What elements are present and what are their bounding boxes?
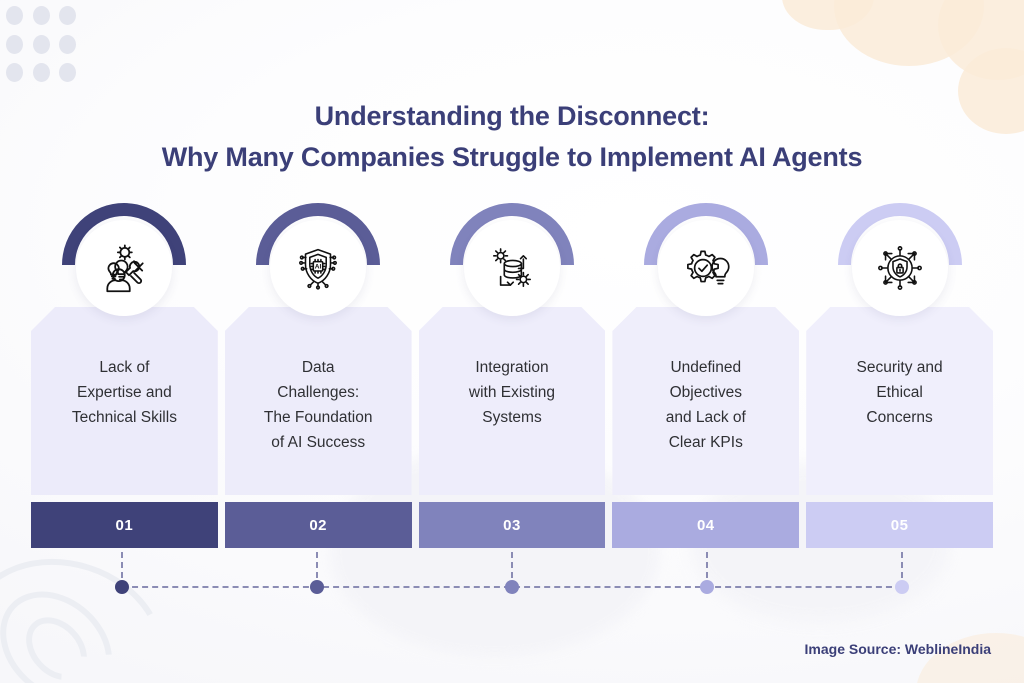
- person-lightbulb-gear-tools-icon: [76, 220, 173, 316]
- card-03[interactable]: Integration with Existing Systems 03: [418, 203, 606, 548]
- timeline-dot-01: [115, 580, 129, 594]
- card-arc-04: [643, 203, 768, 265]
- card-number-text-02: 02: [309, 516, 328, 534]
- card-number-03: 03: [418, 502, 606, 548]
- shield-padlock-circuit-icon: [851, 220, 948, 316]
- card-body-03: Integration with Existing Systems: [419, 307, 606, 495]
- timeline-stem-03: [511, 542, 513, 578]
- card-arc-05: [837, 203, 962, 265]
- timeline-dot-04: [700, 580, 714, 594]
- card-number-04: 04: [612, 502, 800, 548]
- card-body-05: Security and Ethical Concerns: [806, 307, 993, 495]
- card-number-text-03: 03: [503, 516, 521, 534]
- card-number-text-05: 05: [890, 516, 909, 534]
- card-label-03: Integration with Existing Systems: [468, 359, 556, 426]
- card-number-text-01: 01: [115, 516, 134, 534]
- card-number-02: 02: [224, 502, 412, 548]
- card-05[interactable]: Security and Ethical Concerns 05: [806, 203, 993, 548]
- timeline-stem-01: [121, 542, 123, 578]
- card-body-02: Data Challenges: The Foundation of AI Su…: [225, 307, 412, 495]
- card-number-01: 01: [31, 502, 218, 548]
- card-arc-03: [449, 203, 574, 265]
- timeline-dot-03: [505, 580, 519, 594]
- page-title: Understanding the Disconnect: Why Many C…: [0, 96, 1024, 178]
- timeline-stem-04: [706, 542, 708, 578]
- timeline: [31, 542, 993, 604]
- card-label-05: Security and Ethical Concerns: [856, 359, 943, 426]
- decor-dot-grid-icon: [6, 6, 80, 86]
- card-number-text-04: 04: [696, 516, 715, 534]
- timeline-stem-02: [316, 542, 318, 578]
- card-04[interactable]: Undefined Objectives and Lack of Clear K…: [612, 203, 800, 548]
- page-title-line-2: Why Many Companies Struggle to Implement…: [161, 142, 863, 173]
- card-arc-02: [256, 203, 381, 265]
- ai-shield-chip-icon: AI: [270, 220, 367, 316]
- gear-check-lightbulb-icon: [657, 220, 754, 316]
- image-source-credit: Image Source: WeblineIndia: [804, 641, 991, 657]
- card-01[interactable]: Lack of Expertise and Technical Skills 0…: [31, 203, 218, 548]
- card-label-02: Data Challenges: The Foundation of AI Su…: [263, 359, 373, 451]
- timeline-dot-05: [895, 580, 909, 594]
- svg-text:AI: AI: [315, 263, 322, 270]
- timeline-dot-02: [310, 580, 324, 594]
- card-label-01: Lack of Expertise and Technical Skills: [71, 359, 177, 426]
- card-number-05: 05: [806, 502, 993, 548]
- gears-database-integration-icon: [463, 220, 560, 316]
- card-label-04: Undefined Objectives and Lack of Clear K…: [665, 359, 746, 451]
- card-02[interactable]: AI Data Challenges: The Foundation of AI…: [224, 203, 412, 548]
- timeline-stem-05: [901, 542, 903, 578]
- card-arc-01: [62, 203, 187, 265]
- card-list: Lack of Expertise and Technical Skills 0…: [31, 203, 993, 548]
- page-title-line-1: Understanding the Disconnect:: [314, 101, 710, 132]
- card-body-01: Lack of Expertise and Technical Skills: [31, 307, 218, 495]
- card-body-04: Undefined Objectives and Lack of Clear K…: [612, 307, 799, 495]
